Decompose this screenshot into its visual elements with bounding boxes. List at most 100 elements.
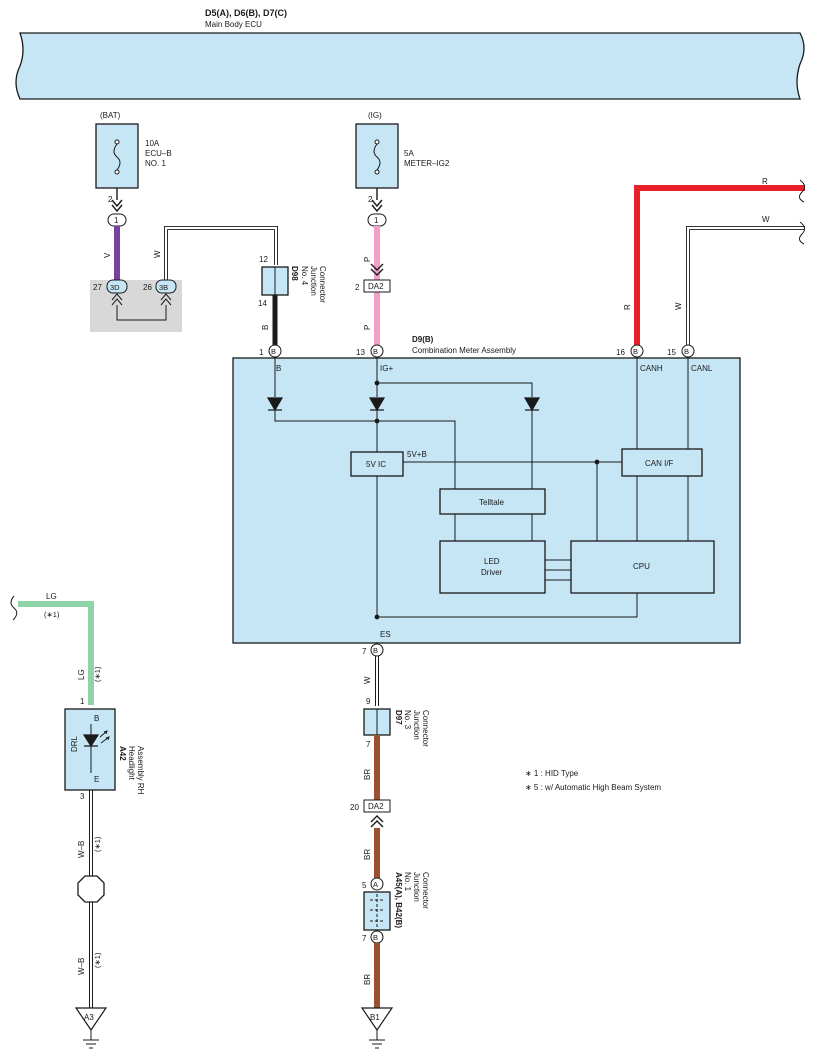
internal-telltale-feed (377, 420, 456, 489)
ecu-title: D5(A), D6(B), D7(C) (205, 8, 287, 18)
ground-b1-earth (369, 1030, 385, 1049)
wire-lg-label: LG (77, 669, 86, 680)
d98-pin-top: 12 (259, 255, 268, 264)
d98-code: D98 (290, 266, 299, 281)
fuse-bat-source: (BAT) (100, 111, 121, 120)
a45-conn-a (370, 877, 384, 891)
can-wires: R R W W (623, 177, 806, 345)
fuse-bat-element (113, 143, 121, 171)
fuse-bat-name2: NO. 1 (145, 159, 166, 168)
d98-junction-connector: 12 14 D98 No. 4 Junction Connector B (258, 255, 327, 345)
meter-lbl-es: ES (380, 630, 391, 639)
fuse-ig-rating: 5A (404, 149, 414, 158)
da2-bot-box (363, 799, 391, 813)
jb-chevron-left (111, 293, 123, 306)
diode-b (266, 397, 284, 412)
jb-chevron-right (160, 293, 172, 306)
note-5: ∗ 5 : w/ Automatic High Beam System (525, 783, 661, 792)
headlight-pin-e: E (94, 775, 99, 784)
wire-br-label-3: BR (363, 974, 372, 985)
wire-wb-label-2: W–B (77, 958, 86, 975)
wire-w-break (798, 221, 806, 245)
headlight-pin-b: B (94, 714, 99, 723)
fuse-bat-box (95, 123, 139, 189)
headlight-drl: DRL (70, 735, 79, 752)
meter-lbl-b: B (276, 364, 281, 373)
note-1: ∗ 1 : HID Type (525, 769, 579, 778)
conn-3d (106, 279, 128, 294)
a45-code: A45(A), B42(B) (394, 872, 403, 928)
fuse-ig-terminal (374, 139, 380, 145)
wire-red (634, 185, 805, 345)
wire-w-can-outer (686, 226, 805, 345)
meter-lbl-ig: IG+ (380, 364, 393, 373)
ecu-subtitle: Main Body ECU (205, 20, 262, 29)
d98-pin-bot: 14 (258, 299, 267, 308)
wire-wb-label-1: W–B (77, 841, 86, 858)
fuse-ig-box (355, 123, 399, 189)
a45-conn-b-label: B (373, 933, 378, 942)
meter-lbl-canl: CANL (691, 364, 713, 373)
a45-name2: Junction (412, 872, 421, 902)
meter-lbl-canh: CANH (640, 364, 663, 373)
ground-b1-label: B1 (370, 1013, 380, 1022)
junction-dot-3 (594, 459, 600, 465)
da2-bot-pin: 20 (350, 803, 359, 812)
fuse-ig-conn-label: 1 (374, 216, 379, 225)
fuse-ecu-b: (BAT) 10A ECU–B NO. 1 2 1 (95, 111, 172, 227)
internal-ig-line (376, 357, 533, 452)
d97-pin-bot: 7 (366, 740, 371, 749)
internal-b-line (274, 357, 377, 422)
da2-top-box (363, 279, 391, 293)
wire-lg-note-top: (∗1) (44, 610, 60, 619)
internal-telltale-led (454, 514, 533, 541)
junction-dot-2 (374, 380, 380, 386)
combination-meter: D9(B) Combination Meter Assembly B 1 B 1… (232, 335, 741, 657)
wire-v-label: V (103, 252, 112, 258)
block-telltale-label: Telltale (479, 498, 504, 507)
wire-green (18, 601, 94, 705)
meter-pin16-conn-label: B (633, 347, 638, 356)
internal-led-cpu-bus (545, 559, 571, 581)
meter-pin15-conn-label: B (684, 347, 689, 356)
da2-top-label: DA2 (368, 282, 384, 291)
label-5vb: 5V+B (407, 450, 427, 459)
ecu-bar (15, 32, 805, 100)
da2-top-pin: 2 (355, 283, 360, 292)
d97-name2: Junction (412, 710, 421, 740)
block-5v-ic-label: 5V IC (366, 460, 386, 469)
conn-3b (155, 279, 177, 294)
wire-lg-break (10, 595, 18, 621)
fuse-bat-rating: 10A (145, 139, 160, 148)
d98-name3: Connector (318, 266, 327, 303)
headlight-pin1: 1 (80, 697, 85, 706)
a45-pin5: 5 (362, 881, 367, 890)
d97-name1: No. 3 (403, 710, 412, 730)
block-led-label-2: Driver (481, 568, 503, 577)
headlight-name2: Assembly RH (136, 746, 145, 795)
jb-bus (116, 305, 167, 321)
ground-b1-symbol (360, 1007, 394, 1032)
da2-bot-label: DA2 (368, 802, 384, 811)
block-led-driver (439, 540, 546, 594)
d98-name2: Junction (309, 266, 318, 296)
meter-pin1: 1 (259, 348, 264, 357)
meter-pin15: 15 (667, 348, 676, 357)
meter-pin13: 13 (356, 348, 365, 357)
diode-ig-2 (523, 397, 541, 412)
d97-code: D97 (394, 710, 403, 725)
wire-w-jb-inner (164, 226, 278, 280)
conn-3b-pin: 26 (143, 283, 152, 292)
block-can-if (621, 448, 703, 477)
block-cpu (570, 540, 715, 594)
wire-p-label: P (363, 257, 372, 262)
wire-r-label-top: R (762, 177, 768, 186)
wire-wb-note-2: (∗1) (93, 952, 102, 968)
conn-3d-label: 3D (110, 283, 120, 292)
fuse-bat-name1: ECU–B (145, 149, 172, 158)
meter-name: Combination Meter Assembly (412, 346, 516, 355)
fuse-ig-source: (IG) (368, 111, 382, 120)
wire-p-label-2: P (363, 325, 372, 330)
conn-3b-label: 3B (159, 283, 168, 292)
